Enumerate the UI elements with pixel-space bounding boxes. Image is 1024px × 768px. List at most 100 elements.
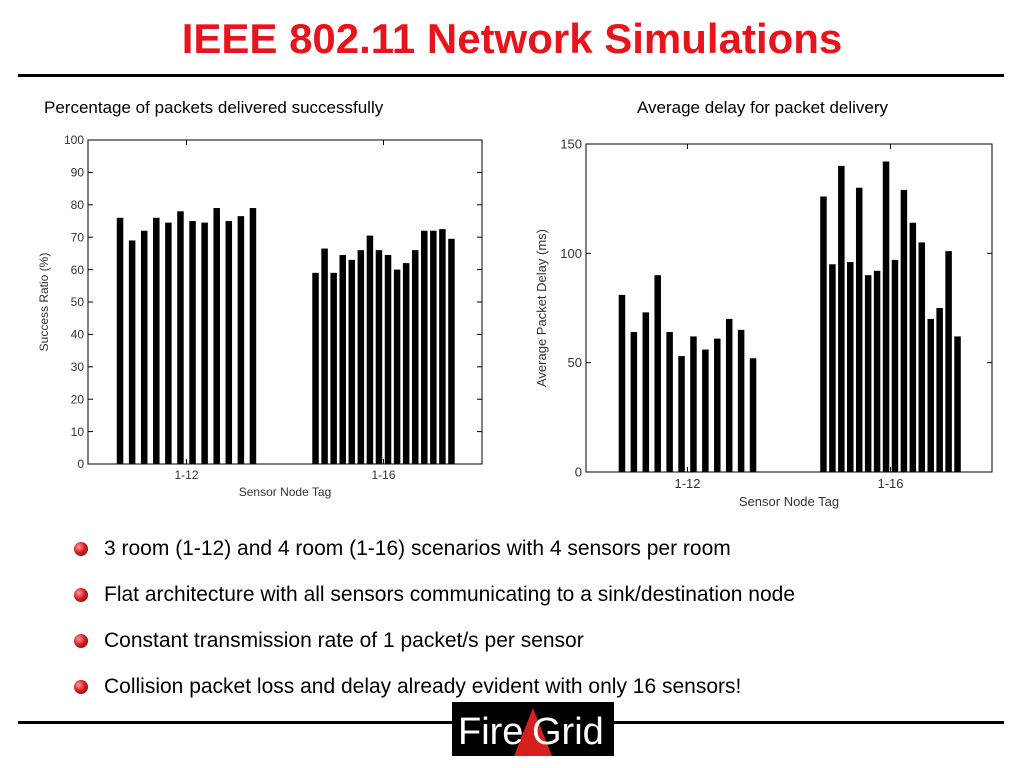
- y-tick-label: 150: [560, 137, 582, 152]
- bar: [411, 250, 419, 464]
- y-tick-label: 80: [71, 198, 85, 212]
- bar: [225, 221, 233, 464]
- bar: [201, 222, 208, 464]
- bullet-item: 3 room (1-12) and 4 room (1-16) scenario…: [72, 526, 795, 572]
- bar: [666, 332, 673, 472]
- bar: [855, 187, 863, 472]
- bar: [448, 238, 455, 464]
- bar: [678, 356, 685, 472]
- bar: [864, 275, 872, 472]
- bar: [116, 217, 124, 464]
- y-tick-label: 0: [77, 457, 84, 471]
- logo-text-grid: Grid: [532, 711, 604, 753]
- logo-text-fire: Fire: [458, 711, 523, 753]
- bar: [140, 230, 148, 464]
- y-tick-label: 100: [560, 246, 582, 261]
- bar: [618, 294, 626, 472]
- bar: [249, 208, 257, 464]
- bar: [630, 332, 638, 472]
- bar: [348, 259, 356, 464]
- bar: [900, 189, 908, 473]
- bar: [847, 262, 854, 472]
- red-sphere-bullet-icon: [74, 588, 88, 602]
- bar: [945, 251, 952, 472]
- y-tick-label: 30: [71, 360, 85, 374]
- bullet-text: 3 room (1-12) and 4 room (1-16) scenario…: [104, 537, 731, 560]
- firegrid-logo-icon: Fire Grid: [452, 702, 614, 756]
- bar: [918, 242, 926, 472]
- right-chart-caption: Average delay for packet delivery: [637, 98, 889, 117]
- bar: [128, 240, 136, 464]
- bar: [384, 255, 392, 464]
- bar: [829, 264, 836, 472]
- bar: [820, 196, 827, 472]
- bar: [375, 250, 383, 464]
- bar: [421, 230, 428, 464]
- bar: [393, 269, 401, 464]
- bar: [891, 259, 899, 472]
- bar: [737, 329, 745, 472]
- x-tick-label: 1-16: [877, 476, 903, 491]
- bullet-item: Constant transmission rate of 1 packet/s…: [72, 618, 795, 664]
- bar: [330, 272, 337, 464]
- bar: [654, 275, 661, 472]
- bar: [909, 222, 917, 472]
- left-chart-caption: Percentage of packets delivered successf…: [44, 98, 384, 117]
- bar: [213, 208, 220, 464]
- bar: [357, 250, 365, 464]
- y-tick-label: 70: [71, 230, 85, 244]
- bar: [642, 312, 650, 472]
- firegrid-logo-svg: Fire Grid: [452, 702, 614, 756]
- bar: [402, 263, 410, 464]
- red-sphere-bullet-icon: [74, 680, 88, 694]
- bullet-list: 3 room (1-12) and 4 room (1-16) scenario…: [72, 526, 795, 710]
- x-axis-label: Sensor Node Tag: [239, 485, 332, 499]
- y-tick-label: 100: [64, 133, 84, 147]
- bar: [339, 255, 346, 464]
- top-divider: [18, 74, 1004, 77]
- bar: [725, 318, 733, 472]
- bar: [873, 270, 881, 472]
- bar: [189, 221, 196, 464]
- bar: [321, 248, 328, 464]
- bar: [165, 222, 172, 464]
- bar: [366, 235, 374, 464]
- bar: [838, 165, 845, 472]
- bullet-text: Flat architecture with all sensors commu…: [104, 583, 796, 606]
- y-tick-label: 50: [71, 295, 85, 309]
- bullet-item: Collision packet loss and delay already …: [72, 664, 795, 710]
- y-tick-label: 50: [568, 355, 582, 370]
- x-tick-label: 1-12: [674, 476, 700, 491]
- y-tick-label: 40: [71, 328, 85, 342]
- y-axis-label: Success Ratio (%): [37, 253, 51, 352]
- y-axis-label: Average Packet Delay (ms): [534, 229, 549, 387]
- x-axis-label: Sensor Node Tag: [739, 494, 839, 509]
- bar: [749, 358, 757, 472]
- red-sphere-bullet-icon: [74, 542, 88, 556]
- y-tick-label: 10: [71, 425, 85, 439]
- bullet-item: Flat architecture with all sensors commu…: [72, 572, 795, 618]
- bar: [702, 349, 709, 472]
- bar: [927, 318, 934, 472]
- x-tick-label: 1-12: [174, 468, 198, 482]
- y-tick-label: 0: [575, 465, 582, 480]
- y-tick-label: 90: [71, 166, 85, 180]
- bar: [439, 229, 446, 464]
- bar: [177, 211, 184, 464]
- bullet-text: Collision packet loss and delay already …: [104, 675, 742, 698]
- bar: [714, 338, 721, 472]
- bar: [954, 336, 961, 472]
- bar: [153, 217, 160, 464]
- y-tick-label: 20: [71, 392, 85, 406]
- logo-flame-triangle: [514, 708, 552, 756]
- slide-title: IEEE 802.11 Network Simulations: [181, 15, 843, 62]
- bar: [882, 161, 890, 472]
- bar: [936, 308, 943, 472]
- bullet-text: Constant transmission rate of 1 packet/s…: [104, 629, 584, 652]
- y-tick-label: 60: [71, 263, 85, 277]
- x-tick-label: 1-16: [371, 468, 395, 482]
